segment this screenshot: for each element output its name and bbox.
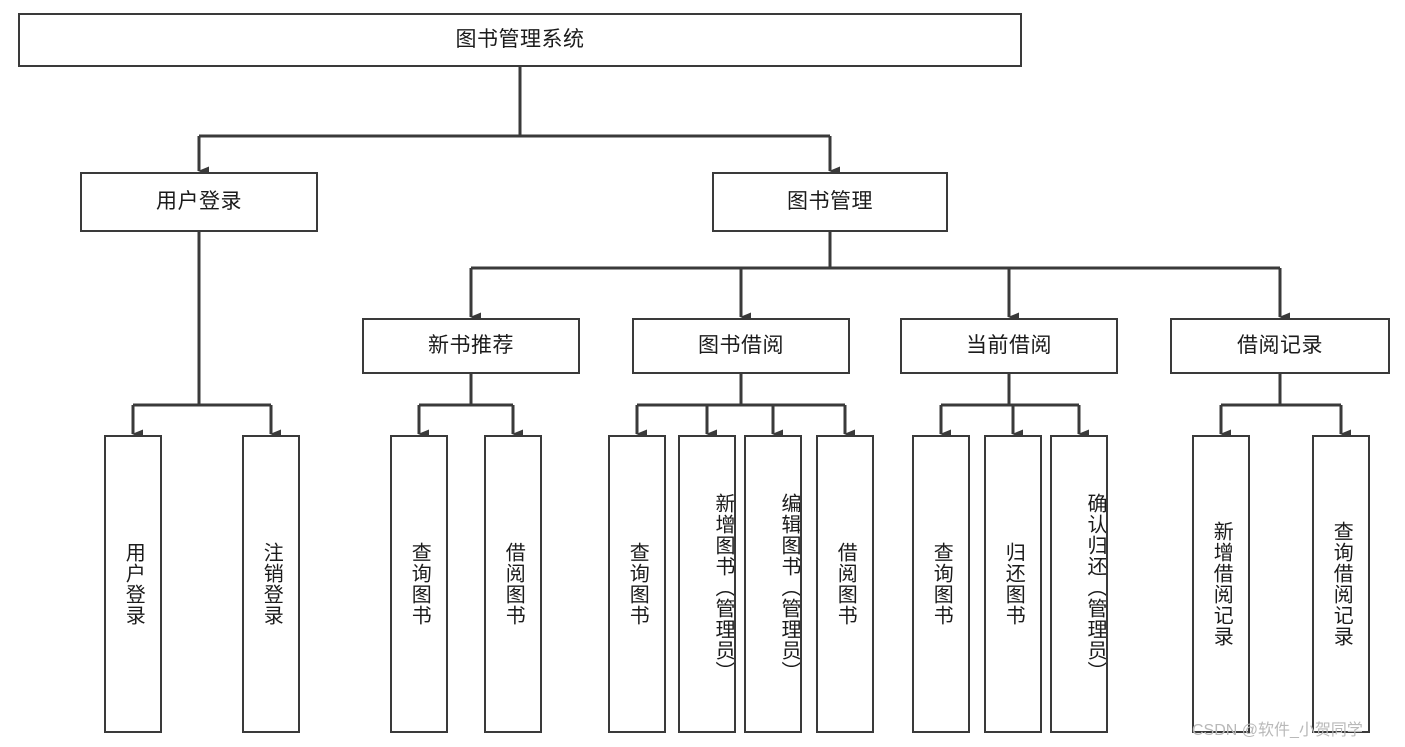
- node-f-query-record[interactable]: 查询借阅记录: [1312, 435, 1370, 733]
- node-label-new-book-rec: 新书推荐: [428, 334, 514, 358]
- node-label-f-borrow-book-1: 借阅图书: [502, 542, 525, 626]
- node-root[interactable]: 图书管理系统: [18, 13, 1022, 67]
- node-f-add-book[interactable]: 新增图书（管理员）: [678, 435, 736, 733]
- node-label-f-user-login: 用户登录: [122, 542, 145, 626]
- node-label-f-confirm-return: 确认归还（管理员）: [1084, 492, 1106, 682]
- node-label-f-query-book-3: 查询图书: [930, 542, 953, 626]
- node-borrow-record[interactable]: 借阅记录: [1170, 318, 1390, 374]
- node-label-book-borrow: 图书借阅: [698, 334, 784, 358]
- node-label-f-query-book-2: 查询图书: [626, 542, 649, 626]
- node-book-borrow[interactable]: 图书借阅: [632, 318, 850, 374]
- node-label-book-manage: 图书管理: [787, 190, 873, 214]
- node-f-borrow-book-2[interactable]: 借阅图书: [816, 435, 874, 733]
- node-new-book-rec[interactable]: 新书推荐: [362, 318, 580, 374]
- node-label-f-add-book: 新增图书（管理员）: [712, 492, 734, 682]
- node-f-add-record[interactable]: 新增借阅记录: [1192, 435, 1250, 733]
- node-label-f-query-record: 查询借阅记录: [1330, 521, 1353, 647]
- node-f-confirm-return[interactable]: 确认归还（管理员）: [1050, 435, 1108, 733]
- node-label-f-borrow-book-2: 借阅图书: [834, 542, 857, 626]
- node-label-borrow-record: 借阅记录: [1237, 334, 1323, 358]
- node-current-borrow[interactable]: 当前借阅: [900, 318, 1118, 374]
- node-label-f-query-book-1: 查询图书: [408, 542, 431, 626]
- node-label-f-return-book: 归还图书: [1002, 542, 1025, 626]
- node-label-f-edit-book: 编辑图书（管理员）: [778, 492, 800, 682]
- node-f-edit-book[interactable]: 编辑图书（管理员）: [744, 435, 802, 733]
- node-label-root: 图书管理系统: [455, 28, 585, 52]
- node-user-login[interactable]: 用户登录: [80, 172, 318, 232]
- node-f-query-book-3[interactable]: 查询图书: [912, 435, 970, 733]
- node-label-current-borrow: 当前借阅: [966, 334, 1052, 358]
- node-book-manage[interactable]: 图书管理: [712, 172, 948, 232]
- node-label-f-add-record: 新增借阅记录: [1210, 521, 1233, 647]
- node-f-borrow-book-1[interactable]: 借阅图书: [484, 435, 542, 733]
- node-f-return-book[interactable]: 归还图书: [984, 435, 1042, 733]
- node-f-query-book-1[interactable]: 查询图书: [390, 435, 448, 733]
- node-f-user-login[interactable]: 用户登录: [104, 435, 162, 733]
- node-f-logout[interactable]: 注销登录: [242, 435, 300, 733]
- node-label-user-login: 用户登录: [156, 190, 242, 214]
- node-label-f-logout: 注销登录: [260, 542, 283, 626]
- watermark-text: CSDN @软件_小贺同学: [1192, 722, 1363, 739]
- node-f-query-book-2[interactable]: 查询图书: [608, 435, 666, 733]
